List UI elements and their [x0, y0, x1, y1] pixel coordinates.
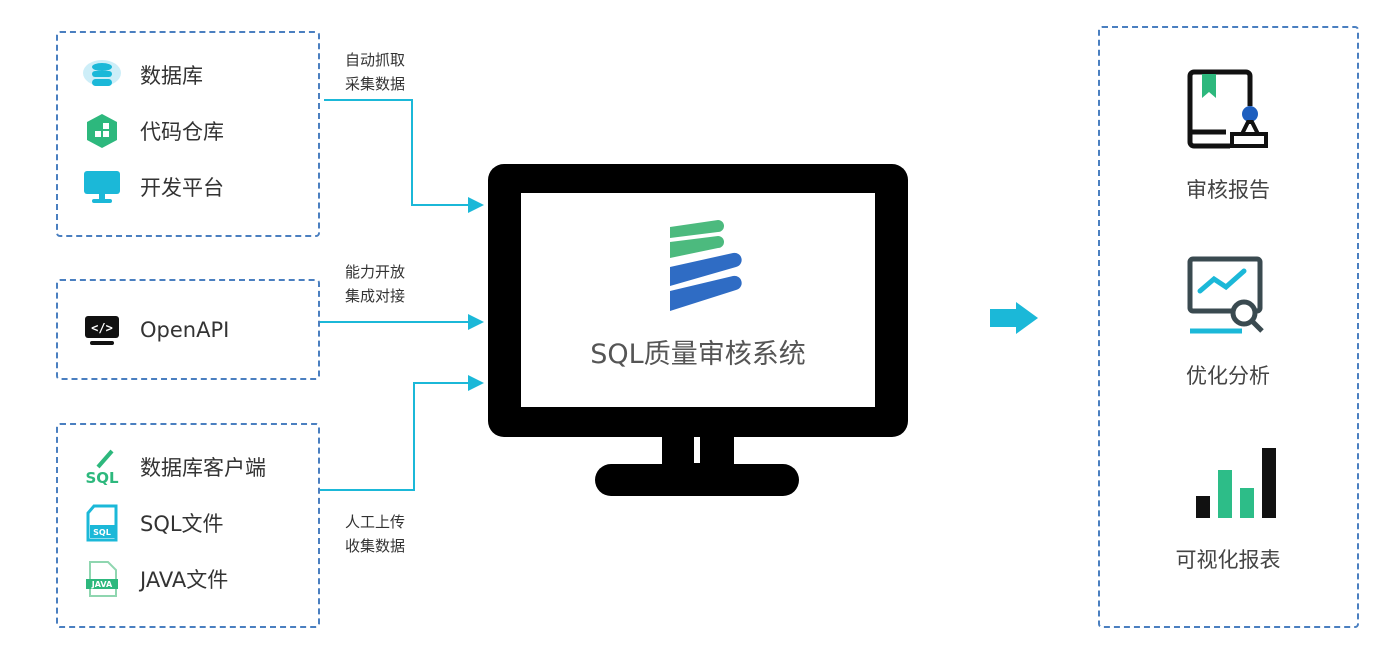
- connector-auto-capture: [324, 99, 484, 213]
- optimization-analysis-icon: [1187, 256, 1264, 334]
- output-arrow-icon: [990, 302, 1038, 334]
- output-label: 优化分析: [1186, 364, 1270, 388]
- system-logo-icon: [670, 220, 742, 311]
- svg-text:SQL: SQL: [93, 528, 111, 537]
- source-group-manual: [56, 423, 320, 628]
- connector-note-manual: 人工上传收集数据: [345, 510, 405, 558]
- source-label: SQL文件: [140, 512, 224, 536]
- source-database: 数据库: [82, 55, 203, 95]
- audit-report-icon: [1187, 69, 1268, 149]
- note-line: 采集数据: [345, 75, 406, 93]
- code-api-icon: </>: [82, 310, 122, 350]
- connector-note-auto: 自动抓取采集数据: [345, 48, 405, 96]
- source-label: OpenAPI: [140, 318, 230, 342]
- source-openapi: </> OpenAPI: [82, 310, 229, 350]
- source-label: JAVA文件: [140, 568, 229, 592]
- output-group: [1098, 26, 1359, 628]
- database-icon: [82, 55, 122, 95]
- note-line: 人工上传: [345, 513, 406, 531]
- source-sql-file: SQL SQL文件: [82, 503, 224, 543]
- note-line: 自动抓取: [345, 51, 406, 69]
- note-line: 能力开放: [345, 263, 406, 281]
- svg-text:JAVA: JAVA: [91, 580, 113, 589]
- source-label: 数据库: [140, 64, 203, 88]
- svg-text:SQL: SQL: [85, 469, 119, 487]
- source-label: 代码仓库: [140, 120, 224, 144]
- bar-chart-icon: [1196, 448, 1276, 518]
- note-line: 集成对接: [345, 287, 406, 305]
- output-label: 审核报告: [1186, 178, 1270, 202]
- source-java-file: JAVA JAVA文件: [82, 559, 228, 599]
- svg-text:</>: </>: [91, 321, 113, 335]
- source-group-api: [56, 279, 320, 380]
- note-line: 收集数据: [345, 537, 406, 555]
- source-db-client: SQL 数据库客户端: [82, 447, 266, 487]
- monitor-icon: [82, 167, 122, 207]
- system-title: SQL质量审核系统: [590, 339, 806, 370]
- sql-client-icon: SQL: [82, 447, 122, 487]
- source-dev-platform: 开发平台: [82, 167, 224, 207]
- connector-note-api: 能力开放集成对接: [345, 260, 405, 308]
- code-repository-icon: [82, 111, 122, 151]
- source-label: 开发平台: [140, 176, 224, 200]
- connector-manual-upload: [320, 375, 484, 491]
- output-label: 可视化报表: [1175, 548, 1281, 572]
- source-group-auto: [56, 31, 320, 237]
- java-file-icon: JAVA: [82, 559, 122, 599]
- sql-file-icon: SQL: [82, 503, 122, 543]
- source-label: 数据库客户端: [140, 456, 266, 480]
- source-code-repository: 代码仓库: [82, 111, 224, 151]
